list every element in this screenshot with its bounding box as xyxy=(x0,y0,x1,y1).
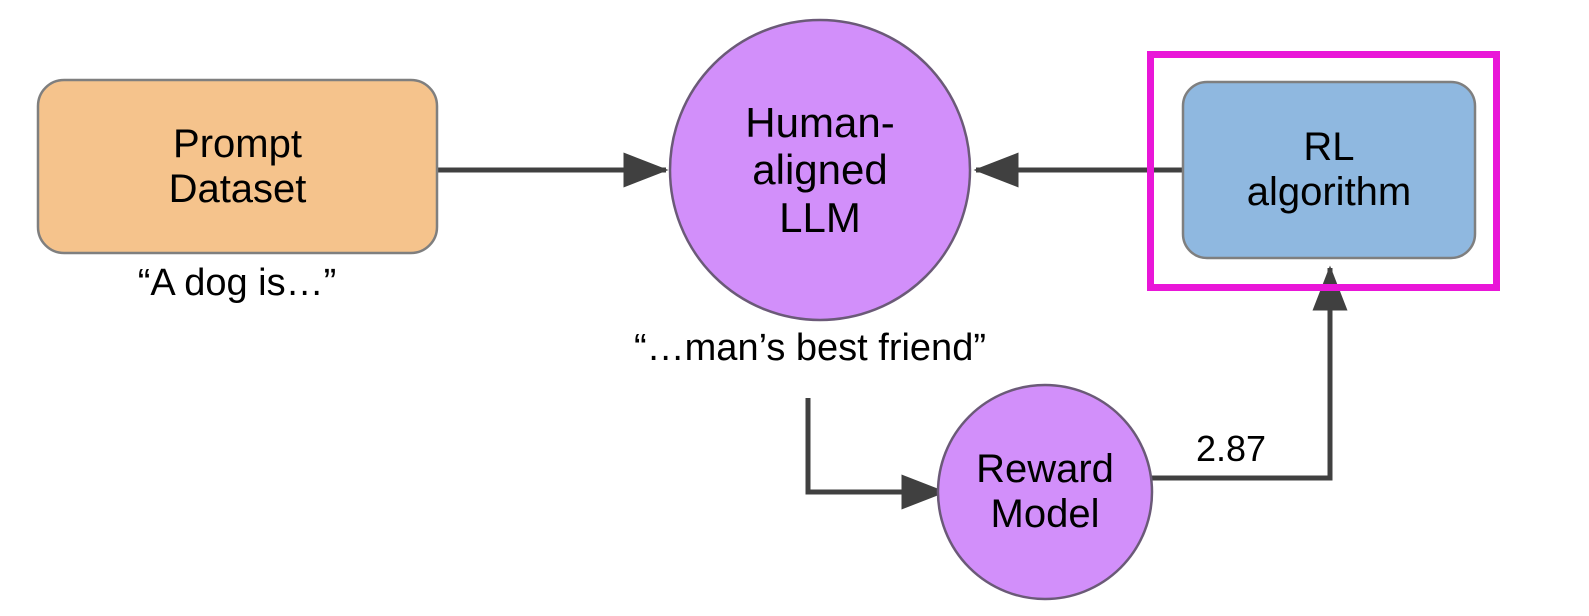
edge-completion-to-reward-model xyxy=(805,398,947,510)
node-reward-model[interactable] xyxy=(936,383,1154,601)
edge-reward-model-to-rl xyxy=(1152,265,1348,481)
node-rl-algorithm[interactable] xyxy=(1181,80,1477,260)
node-human-aligned-llm[interactable] xyxy=(668,18,972,322)
edge-label-reward-score: 2.87 xyxy=(1196,428,1267,469)
caption-prompt-example: “A dog is…” xyxy=(137,262,337,304)
node-prompt-dataset[interactable] xyxy=(36,78,439,255)
caption-completion-example: “…man’s best friend” xyxy=(634,327,986,369)
rl-algorithm-highlight-box xyxy=(1147,51,1500,291)
